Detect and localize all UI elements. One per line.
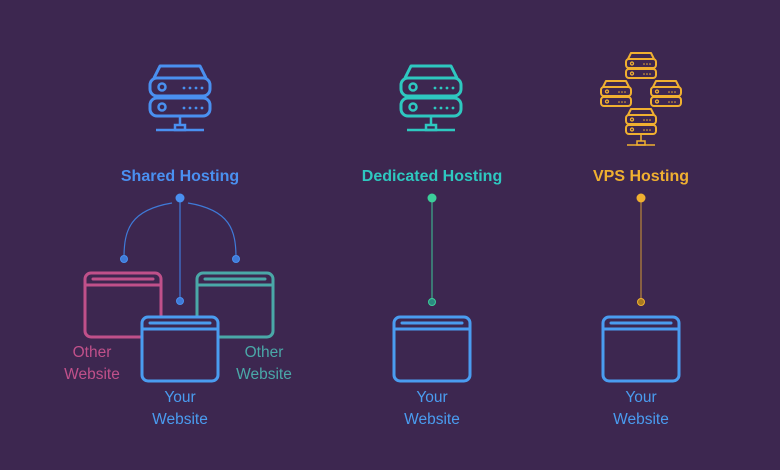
label-line: Website bbox=[613, 411, 669, 428]
your-website-shared-label: Your Website bbox=[140, 387, 220, 431]
label-line: Your bbox=[164, 389, 196, 406]
vps-hosting-title: VPS Hosting bbox=[592, 168, 689, 185]
your-website-dedicated-label: Your Website bbox=[392, 387, 472, 431]
dedicated-source-dot bbox=[427, 193, 437, 203]
label-line: Website bbox=[64, 366, 120, 383]
shared-source-dot bbox=[175, 193, 185, 203]
your-website-vps-icon bbox=[601, 315, 681, 383]
shared-server-icon bbox=[148, 64, 212, 132]
connector-dot bbox=[120, 255, 128, 263]
vps-source-dot bbox=[636, 193, 646, 203]
connector-dot bbox=[637, 298, 645, 306]
shared-connectors bbox=[123, 198, 237, 300]
connector-dot bbox=[176, 297, 184, 305]
label-line: Other bbox=[244, 344, 284, 361]
label-line: Your bbox=[416, 389, 448, 406]
connector-dot bbox=[428, 298, 436, 306]
label-line: Website bbox=[404, 411, 460, 428]
shared-hosting-title: Shared Hosting bbox=[120, 168, 240, 185]
label-line: Other bbox=[72, 344, 112, 361]
dedicated-server-icon bbox=[399, 64, 463, 132]
label-line: Website bbox=[236, 366, 292, 383]
vps-server-cluster-icon bbox=[600, 52, 682, 146]
your-website-dedicated-icon bbox=[392, 315, 472, 383]
dedicated-hosting-title: Dedicated Hosting bbox=[361, 168, 503, 185]
connector-dot bbox=[232, 255, 240, 263]
other-website-left-label: Other Website bbox=[52, 342, 132, 386]
other-website-right-label: Other Website bbox=[224, 342, 304, 386]
your-website-vps-label: Your Website bbox=[601, 387, 681, 431]
label-line: Website bbox=[152, 411, 208, 428]
label-line: Your bbox=[625, 389, 657, 406]
